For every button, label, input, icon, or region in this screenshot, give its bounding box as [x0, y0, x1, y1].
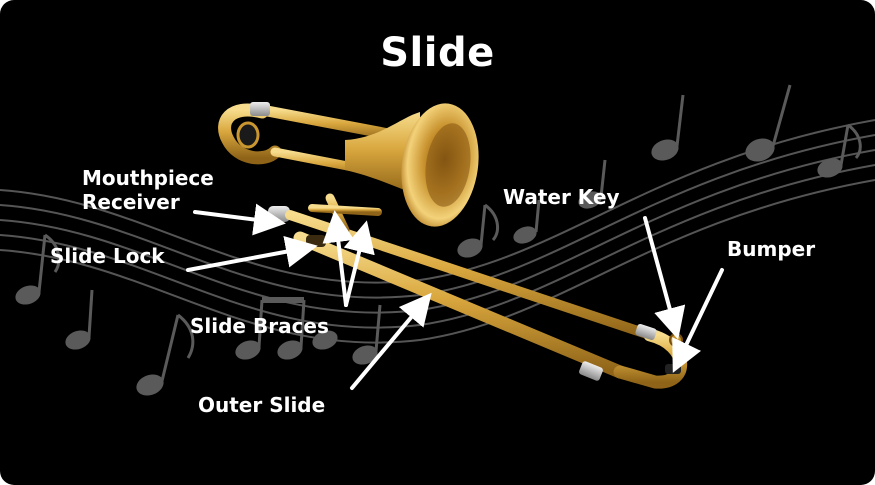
music-note-icon [15, 233, 61, 305]
label-mouthpiece-receiver-line1: Mouthpiece [82, 166, 214, 190]
tuning-slide-end [236, 121, 260, 149]
inner-slide-stocking [635, 323, 657, 341]
diagram-title: Slide [380, 30, 495, 76]
label-mouthpiece-receiver-line2: Receiver [82, 190, 180, 214]
label-water-key: Water Key [503, 185, 620, 209]
music-note-icon [457, 203, 499, 258]
arrow-mouthpiece-receiver [193, 203, 286, 236]
label-slide-lock: Slide Lock [50, 244, 165, 268]
arrow-bumper [672, 268, 724, 373]
music-note-icon [136, 313, 195, 396]
music-note-icon [235, 297, 338, 360]
slide-lock [306, 235, 326, 247]
music-note-icon [578, 159, 607, 209]
music-note-icon [65, 289, 94, 350]
music-notes [15, 84, 862, 396]
arrow-outer-slide [350, 292, 432, 390]
music-note-icon [352, 304, 382, 365]
arrow-slide-brace-1 [322, 210, 355, 307]
label-bumper: Bumper [727, 237, 816, 261]
water-key [669, 333, 683, 347]
music-note-icon [745, 84, 792, 162]
arrow-slide-lock [186, 235, 318, 272]
music-note-icon [817, 123, 862, 178]
trombone [218, 102, 688, 389]
slide-brace-bar [308, 204, 382, 216]
outer-slide-stocking [579, 361, 603, 381]
bell-flare [345, 112, 420, 195]
bell-ferrule [250, 102, 270, 116]
bumper [665, 364, 681, 374]
label-mouthpiece-receiver: Mouthpiece Receiver [82, 166, 214, 214]
music-note-icon [651, 94, 685, 161]
music-note-icon [513, 199, 541, 244]
pointer-arrows [186, 203, 724, 390]
arrow-slide-brace-2 [343, 220, 375, 307]
label-slide-braces: Slide Braces [190, 314, 329, 338]
arrow-water-key [643, 216, 686, 340]
label-outer-slide: Outer Slide [198, 393, 326, 417]
